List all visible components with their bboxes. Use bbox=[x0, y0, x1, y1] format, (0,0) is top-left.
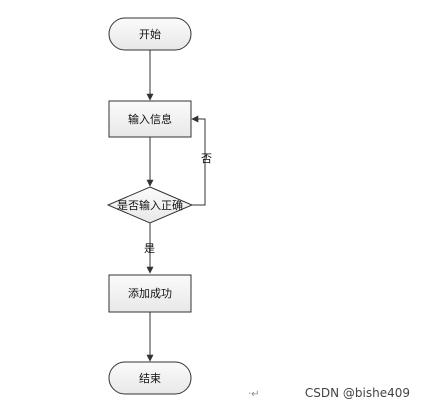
decision-node: 是否输入正确 bbox=[106, 186, 194, 224]
decision-node-label: 是否输入正确 bbox=[117, 198, 183, 212]
edge-yes-label: 是 bbox=[144, 242, 155, 255]
end-node-label: 结束 bbox=[139, 372, 161, 385]
start-node: 开始 bbox=[108, 17, 192, 51]
start-node-label: 开始 bbox=[139, 27, 161, 41]
input-node-label: 输入信息 bbox=[128, 112, 172, 126]
watermark-text: CSDN @bishe409 bbox=[305, 386, 410, 400]
add-success-node: 添加成功 bbox=[108, 274, 192, 313]
end-node: 结束 bbox=[108, 361, 192, 395]
edge-decision-no-loop bbox=[191, 115, 206, 206]
return-mark: ·↵ bbox=[248, 389, 260, 400]
input-node: 输入信息 bbox=[108, 100, 192, 138]
edge-no-label: 否 bbox=[201, 152, 212, 165]
add-success-node-label: 添加成功 bbox=[128, 286, 172, 300]
